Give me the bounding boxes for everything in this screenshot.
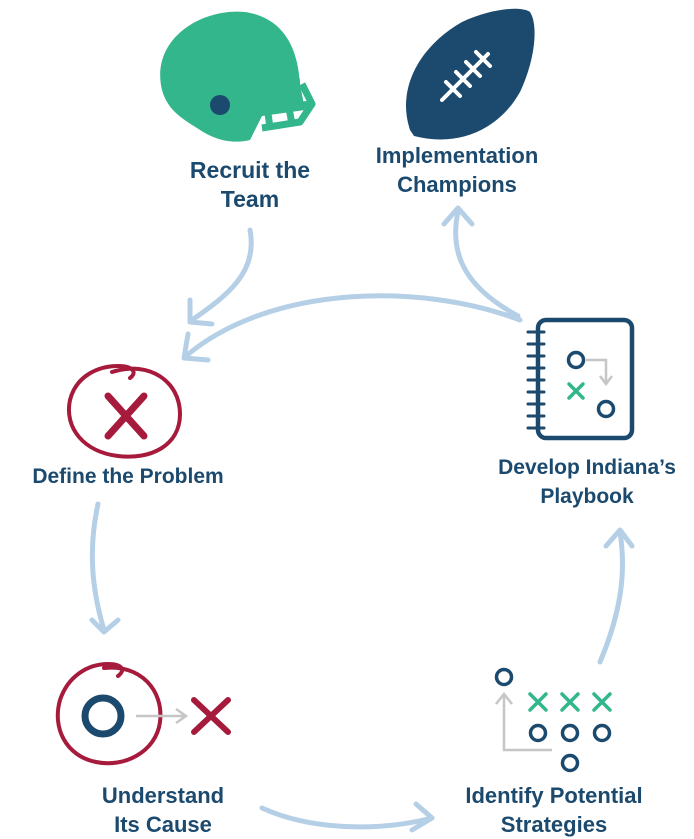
arrow-understand-to-identify [259,805,435,830]
step-champions-label: Implementation Champions [346,141,568,199]
step-label-line: Understand [101,783,225,808]
step-label-line: Develop Indiana’s [498,456,676,479]
step-label-line: Champions [397,172,517,197]
arrow-define-to-understand [89,501,107,633]
arrow-playbook-to-define [183,293,523,359]
football-helmet-icon [160,11,316,142]
step-label-line: Team [220,186,280,212]
arrow-playbook-to-champions [453,209,521,319]
step-label-line: Identify Potential [465,783,643,808]
step-label-line: Strategies [500,812,608,837]
arrow-head [409,801,435,833]
step-identify-label: Identify Potential Strategies [440,781,668,839]
step-label-line: Define the Problem [32,465,224,488]
playbook-notebook-icon [526,317,635,441]
step-label-line: Implementation [375,143,539,168]
arrow-head [603,527,635,549]
circled-x-icon [66,363,183,459]
arrow-head [89,617,121,635]
step-understand-label: Understand Its Cause [76,781,250,839]
arrow-head [187,297,215,327]
step-label-line: Playbook [540,485,634,508]
step-recruit-label: Recruit the Team [150,156,350,214]
step-develop-label: Develop Indiana’s Playbook [480,453,694,511]
step-define-label: Define the Problem [4,462,252,491]
arrow-recruit-to-cycle [189,227,254,323]
play-formation-icon [494,667,612,773]
step-label-line: Its Cause [114,812,212,837]
arrow-identify-to-develop [597,529,625,665]
football-icon [405,8,535,140]
arrow-head [441,205,475,227]
arrow-head [181,331,211,363]
circled-o-to-x-icon [55,661,231,766]
step-label-line: Recruit the [189,157,311,183]
